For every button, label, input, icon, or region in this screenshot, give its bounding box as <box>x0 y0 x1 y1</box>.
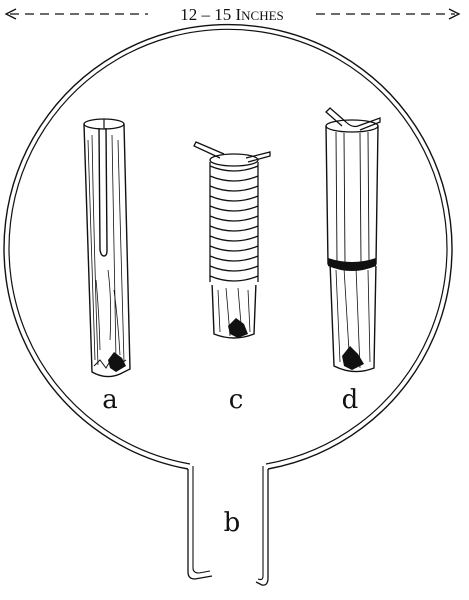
stick-c-wire-end-right <box>245 151 271 163</box>
hoop-left-leg <box>187 469 213 580</box>
label-a: a <box>102 385 118 415</box>
stick-d-wire-bend <box>345 121 359 128</box>
stick-d-top <box>325 119 379 133</box>
label-b: b <box>224 508 241 538</box>
hoop-right-leg-inner <box>257 466 264 581</box>
stick-d-end-shading <box>342 346 364 370</box>
stick-d-wire-end-left <box>325 107 347 127</box>
stick-a-end-shading <box>108 352 126 372</box>
dimension-indicator: 12 – 15 INCHES <box>4 5 461 24</box>
stick-c-wire-coil <box>209 162 259 282</box>
dimension-arrow-right <box>448 8 461 20</box>
stick-d-body <box>329 261 377 373</box>
hoop-inner-wire <box>8 28 448 465</box>
stick-d-sleeve-fill <box>326 126 378 266</box>
label-c: c <box>229 385 244 415</box>
stick-a-grain <box>87 134 125 366</box>
stick-c-body <box>211 281 257 339</box>
stick-d-sleeve-lines <box>335 131 370 265</box>
stick-c-illustration <box>193 141 271 339</box>
stick-d-illustration <box>325 107 381 373</box>
stick-a-slot <box>98 127 108 257</box>
label-d: d <box>342 385 359 415</box>
hoop-outer-wire <box>3 23 453 470</box>
hoop-left-leg-inner <box>192 466 211 574</box>
stick-c-end-shading <box>228 318 248 338</box>
stick-d-wire-end-right <box>357 117 381 131</box>
stick-c-top <box>209 153 259 167</box>
wire-hoop <box>3 23 453 586</box>
hoop-right-leg <box>255 469 269 586</box>
stick-c-wire-end-left <box>193 141 225 159</box>
dimension-arrow-left <box>4 8 17 20</box>
dimension-label: 12 – 15 INCHES <box>180 5 284 24</box>
stick-d-sleeve-shadow <box>328 258 376 271</box>
stick-a-illustration <box>83 118 131 378</box>
stick-a-body <box>83 123 131 378</box>
